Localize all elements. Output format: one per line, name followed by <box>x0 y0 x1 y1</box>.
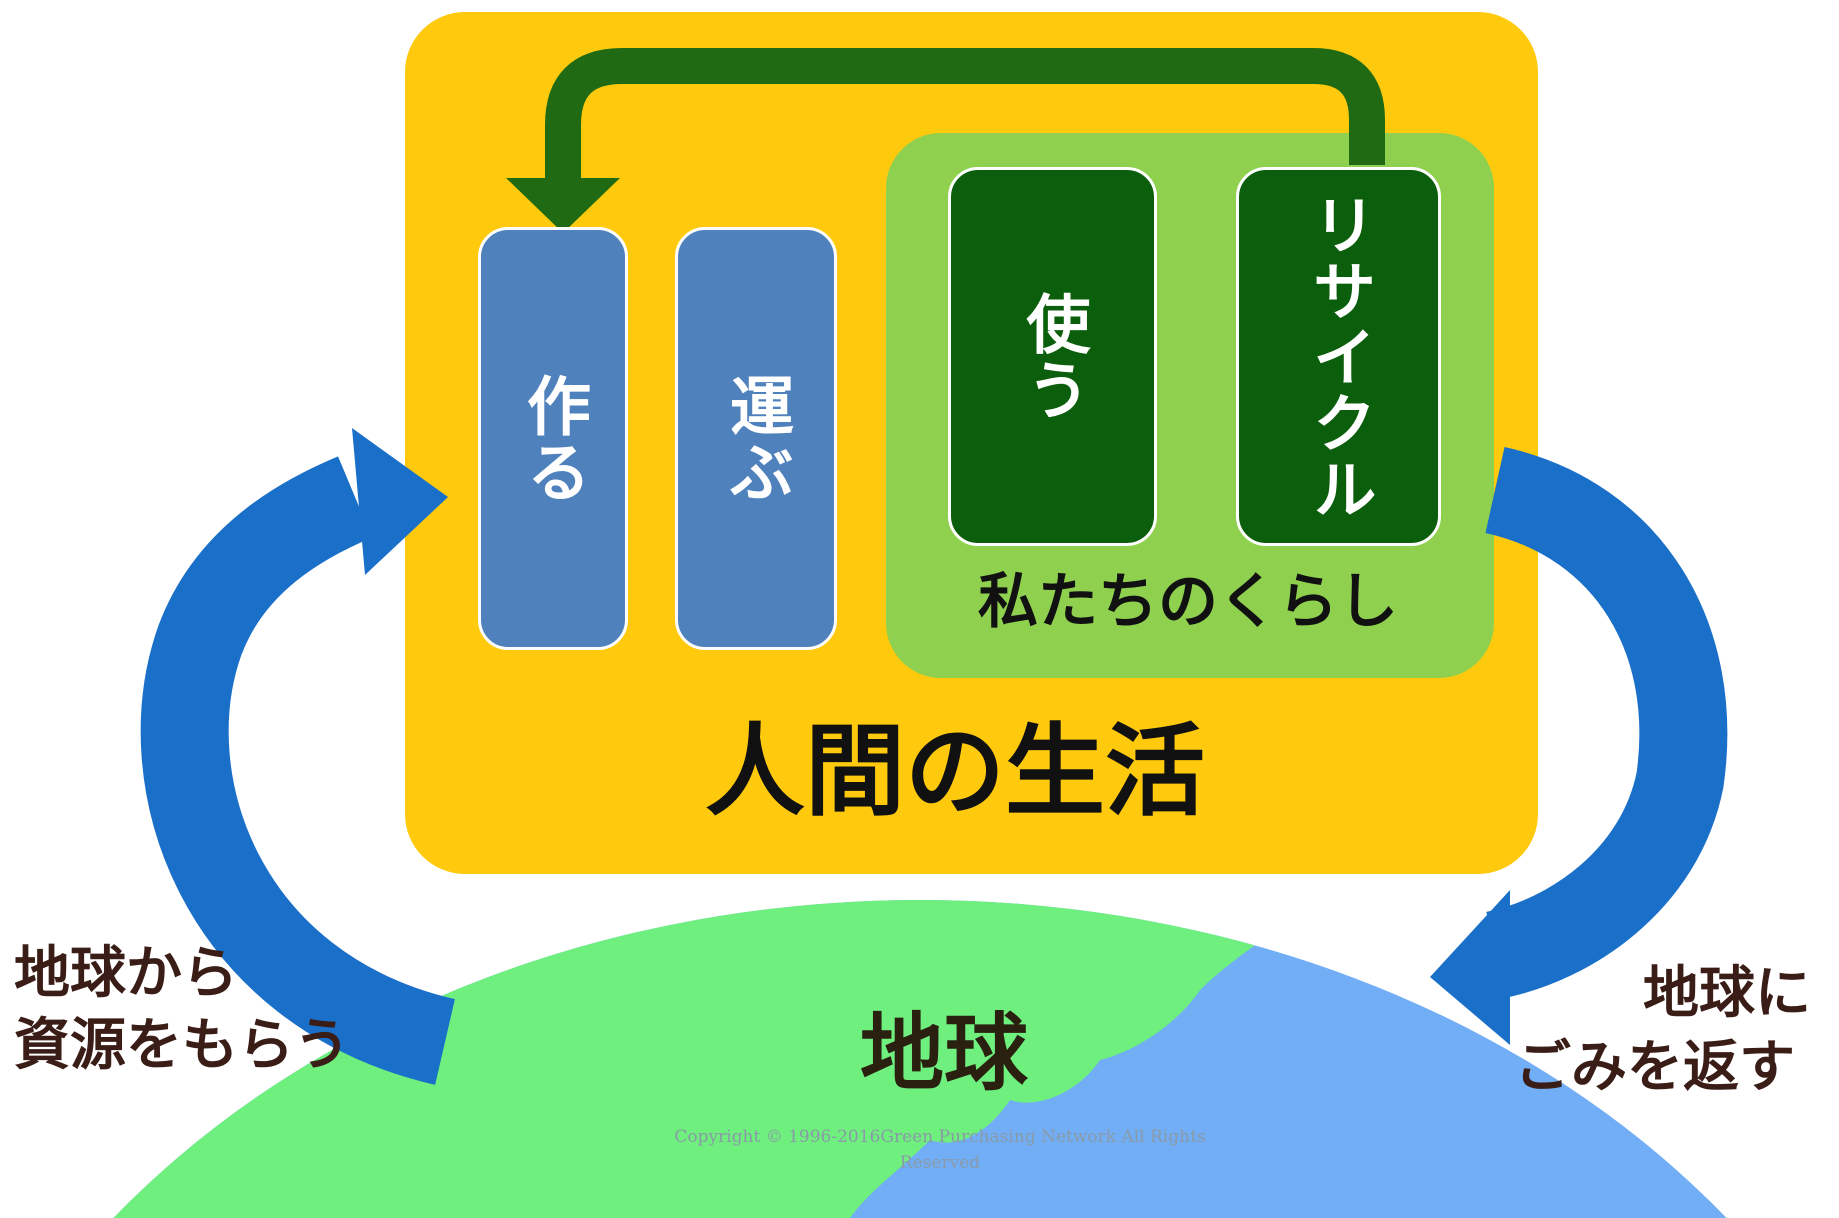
copyright-line1: Copyright © 1996-2016Green Purchasing Ne… <box>674 1127 1206 1147</box>
resource-flow-arrowhead <box>352 428 448 575</box>
stage-make-box: 作る <box>478 227 628 650</box>
resource-label-line2: 資源をもらう <box>14 1013 350 1078</box>
stage-carry-label: 運ぶ <box>719 372 793 505</box>
waste-flow-arrow-body <box>1484 447 1728 999</box>
stage-use-box: 使う <box>948 167 1157 546</box>
waste-label-line2: ごみを返す <box>1515 1035 1795 1100</box>
stage-recycle-label: リサイクル <box>1301 191 1376 522</box>
copyright-text: Copyright © 1996-2016Green Purchasing Ne… <box>640 1125 1240 1176</box>
waste-flow-arrowhead <box>1430 890 1510 1045</box>
recycle-arrowhead <box>506 178 620 233</box>
stage-use-label: 使う <box>1015 290 1090 423</box>
earth-label: 地球 <box>860 1004 1029 1102</box>
human-life-label: 人間の生活 <box>705 713 1205 830</box>
earth-land-island <box>1050 1001 1130 1062</box>
stage-carry-box: 運ぶ <box>675 227 837 650</box>
resource-flow-arrow-body <box>140 456 456 1085</box>
resource-label-line1: 地球から <box>14 941 238 1006</box>
waste-label-line1: 地球に <box>1643 961 1811 1026</box>
stage-make-label: 作る <box>516 372 590 505</box>
our-life-label: 私たちのくらし <box>978 567 1398 637</box>
copyright-line2: Reserved <box>899 1152 981 1173</box>
stage-recycle-box: リサイクル <box>1236 167 1441 546</box>
